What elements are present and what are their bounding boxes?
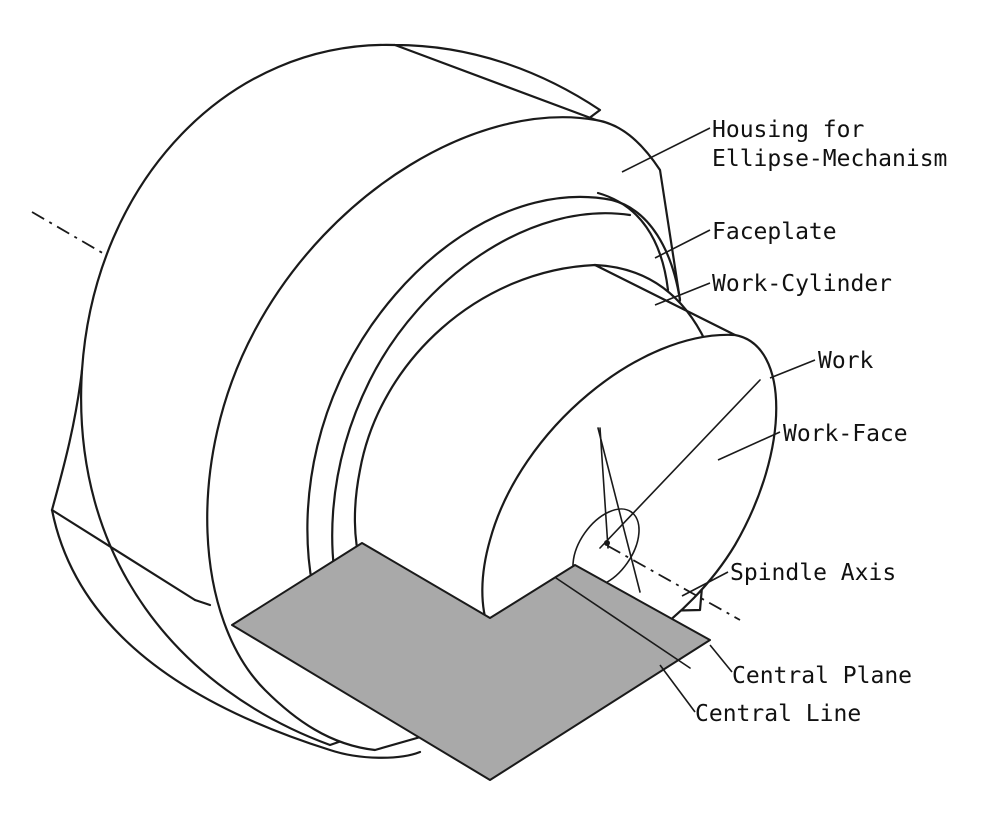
label-central-plane: Central Plane (732, 663, 912, 689)
housing-top-edge (393, 43, 598, 122)
leader-work-face (717, 431, 781, 461)
label-housing-line1: Housing for (712, 117, 864, 143)
leader-work (769, 359, 816, 379)
label-central-line: Central Line (695, 701, 861, 727)
faceplate-rim-inner (596, 191, 670, 292)
label-housing-line2: Ellipse-Mechanism (712, 146, 947, 172)
leader-faceplate (654, 229, 711, 259)
label-faceplate: Faceplate (712, 219, 837, 245)
faceplate-inner-ring (331, 212, 632, 622)
housing-left-edge (50, 368, 84, 512)
spindle-axis-right (607, 545, 741, 621)
leader-spindle-axis (681, 571, 729, 597)
central-line (555, 577, 691, 669)
work-face-construction-a (597, 427, 641, 593)
work-face-construction-b (599, 379, 761, 549)
housing-seam-end (193, 598, 212, 607)
label-work: Work (818, 348, 874, 374)
label-spindle-axis: Spindle Axis (730, 560, 896, 586)
work-face-construction-c (599, 427, 609, 549)
work-cylinder-top-edge (593, 263, 737, 337)
leader-work-cylinder (654, 282, 711, 306)
spindle-axis-left (31, 211, 119, 263)
label-work-cylinder: Work-Cylinder (712, 271, 892, 297)
central-plane (231, 542, 711, 781)
spindle-centre-point (604, 540, 610, 546)
housing-bottom-edge (50, 508, 422, 759)
label-work-face: Work-Face (783, 421, 908, 447)
leader-housing (621, 127, 711, 173)
housing-seam-line (50, 508, 197, 602)
faceplate-outer-ring (306, 195, 614, 642)
leader-central-plane (709, 644, 733, 673)
leader-central-line (659, 664, 696, 713)
